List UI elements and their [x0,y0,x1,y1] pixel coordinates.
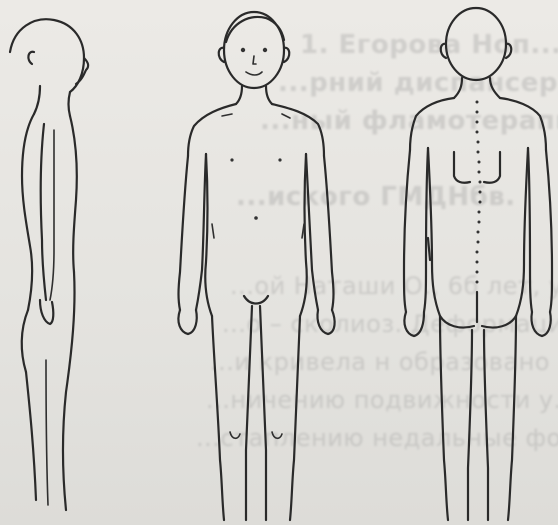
front-knee-left [230,432,240,438]
front-nipple-left [230,158,233,161]
back-scapula-left [454,152,470,183]
front-nipple-right [278,158,281,161]
front-torso-right [300,154,307,316]
front-leg-right-outer [290,316,300,520]
side-leg-back [26,372,36,500]
side-ear [28,52,34,64]
back-arm-left-outer [404,150,410,312]
back-arm-left-inner [424,148,428,312]
front-leg-left-inner [246,306,252,520]
front-torso-left [205,154,212,316]
side-buttock [22,310,28,372]
back-head [446,8,506,80]
back-leg-left-inner [468,330,472,520]
front-leg-left-outer [212,316,224,520]
back-shoulder-right [500,98,546,150]
front-groin [244,296,268,304]
side-hand [40,300,53,324]
front-shoulder-right [272,104,324,156]
back-shoulder-left [410,98,454,150]
back-buttock-left [440,316,474,328]
child-front-view [178,12,334,520]
side-back [22,114,34,310]
front-knee-right [272,432,282,438]
front-leg-right-inner [260,306,266,520]
back-hand-left [404,312,424,336]
back-leg-left-outer [440,316,448,520]
side-arm-inner [50,130,54,300]
front-shoulder-left [188,104,236,156]
back-leg-right-inner [484,330,488,520]
front-mouth [246,72,262,75]
front-navel [254,216,258,220]
front-arm-right-outer [324,156,334,310]
front-neck-left [236,86,242,104]
back-scapula-right [484,152,500,183]
back-spine-dotted-line [476,101,482,284]
side-front [70,116,77,272]
side-leg-inner [46,360,48,505]
front-side-mark-right [302,224,304,238]
back-elbow-left [428,238,430,260]
back-torso-right [516,148,528,316]
front-hand-right [317,310,334,334]
front-neck-right [266,86,272,104]
front-clavicle-right [282,114,290,118]
back-torso-left [428,148,440,316]
front-eye-right [263,48,267,52]
back-leg-right-outer [508,316,516,520]
side-leg-front [63,272,75,510]
side-neck-back [34,86,40,114]
front-clavicle-left [222,114,232,116]
side-arm [41,124,46,300]
back-neck-right [490,78,500,98]
child-side-view [10,19,88,510]
front-hand-left [178,310,196,334]
front-eye-left [241,48,245,52]
back-hand-right [531,312,550,336]
front-side-mark-left [212,224,214,238]
front-arm-left-inner [196,154,206,310]
back-arm-right-outer [546,150,552,312]
side-head [10,19,84,92]
back-arm-right-inner [528,148,532,312]
back-buttock-right [482,316,516,328]
side-neck-front [69,92,71,116]
child-back-view [404,8,552,520]
front-arm-left-outer [179,156,189,310]
front-nose [253,56,256,64]
back-neck-left [454,78,462,98]
front-arm-right-inner [306,154,318,310]
